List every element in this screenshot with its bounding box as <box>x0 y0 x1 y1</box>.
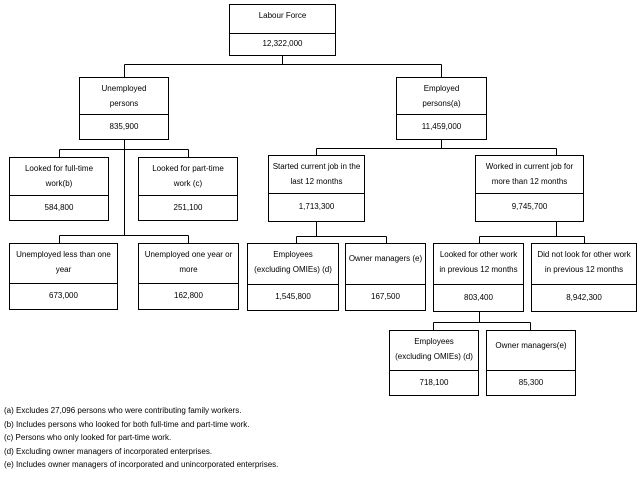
node-value: 718,100 <box>419 377 449 387</box>
node-unemployed-one-year-or-more: Unemployed one year or more 162,800 <box>138 243 239 310</box>
node-value: 12,322,000 <box>262 39 303 48</box>
footnotes: (a) Excludes 27,096 persons who were con… <box>4 404 278 472</box>
node-value: 835,900 <box>109 121 139 131</box>
connector-looked-other-work <box>433 311 531 330</box>
node-value: 1,713,300 <box>298 202 335 211</box>
node-employees-looked: Employees (excluding OMIEs) (d) 718,100 <box>389 330 479 396</box>
node-employees-started: Employees (excluding OMIEs) (d) 1,545,80… <box>247 243 339 311</box>
node-label: Looked for part-time work (c) <box>139 158 237 196</box>
node-label: Worked in current job for more than 12 m… <box>476 156 583 194</box>
node-employed-persons: Employed persons(a) 11,459,000 <box>396 77 487 140</box>
node-started-current-job: Started current job in the last 12 month… <box>268 155 365 222</box>
node-label: Unemployed one year or more <box>139 244 238 284</box>
node-looked-full-time: Looked for full-time work(b) 584,800 <box>9 157 109 221</box>
node-label: Did not look for other work in previous … <box>532 244 636 285</box>
connector-labour-force <box>124 55 442 77</box>
node-label: Owner managers(e) <box>487 331 575 371</box>
node-value: 803,400 <box>464 292 493 302</box>
footnote-e: (e) Includes owner managers of incorpora… <box>4 460 279 470</box>
node-unemployed-persons: Unemployed persons 835,900 <box>79 77 169 140</box>
node-value: 85,300 <box>518 377 544 387</box>
node-looked-for-other-work: Looked for other work in previous 12 mon… <box>433 243 524 312</box>
connector-unemployed <box>59 139 189 243</box>
node-labour-force: Labour Force 12,322,000 <box>229 4 336 56</box>
connector-worked-current-job <box>479 221 585 243</box>
node-value: 1,545,800 <box>275 292 311 301</box>
node-value: 673,000 <box>49 291 78 300</box>
node-label: Owner managers (e) <box>346 244 425 285</box>
footnote-c: (c) Persons who only looked for part-tim… <box>4 433 172 443</box>
node-value: 584,800 <box>44 202 74 212</box>
node-owner-managers-looked: Owner managers(e) 85,300 <box>486 330 576 396</box>
node-label: Looked for other work in previous 12 mon… <box>434 244 523 285</box>
node-label: Unemployed persons <box>80 78 168 115</box>
footnote-a: (a) Excludes 27,096 persons who were con… <box>4 406 242 415</box>
node-looked-part-time: Looked for part-time work (c) 251,100 <box>138 157 238 221</box>
footnote-b: (b) Includes persons who looked for both… <box>4 419 250 429</box>
node-value: 9,745,700 <box>511 202 548 211</box>
node-label: Employees (excluding OMIEs) (d) <box>390 331 478 371</box>
node-label: Unemployed less than one year <box>10 244 117 284</box>
node-value: 11,459,000 <box>421 121 462 131</box>
node-did-not-look-for-other-work: Did not look for other work in previous … <box>531 243 637 312</box>
node-label: Started current job in the last 12 month… <box>269 156 364 194</box>
node-owner-managers-started: Owner managers (e) 167,500 <box>345 243 426 311</box>
connector-started-current-job <box>296 221 387 243</box>
node-value: 167,500 <box>371 292 400 301</box>
node-label: Looked for full-time work(b) <box>10 158 108 196</box>
node-unemployed-less-than-one-year: Unemployed less than one year 673,000 <box>9 243 118 310</box>
node-label: Labour Force <box>230 5 335 34</box>
node-label: Employed persons(a) <box>397 78 486 115</box>
footnote-d: (d) Excluding owner managers of incorpor… <box>4 446 213 456</box>
node-worked-current-job: Worked in current job for more than 12 m… <box>475 155 584 222</box>
node-value: 8,942,300 <box>566 292 602 302</box>
node-value: 251,100 <box>173 202 203 212</box>
connector-employed <box>316 139 557 155</box>
node-label: Employees (excluding OMIEs) (d) <box>248 244 338 285</box>
node-value: 162,800 <box>174 291 203 300</box>
